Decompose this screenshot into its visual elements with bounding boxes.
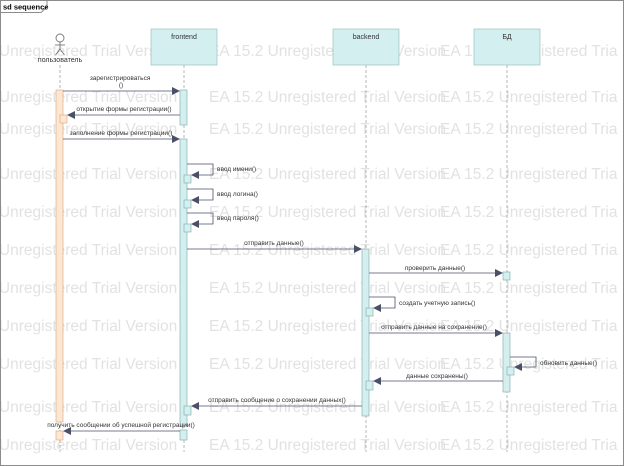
activation-backend-1 bbox=[361, 248, 370, 417]
message-label-success: получить сообщении об успешной регистрац… bbox=[47, 421, 195, 429]
watermark-text-b: EA 15.2 Unregistered Trial Version bbox=[209, 437, 446, 454]
watermark-text-c: EA 15.2 Unregistered Tria bbox=[440, 280, 618, 297]
activation-frontend-self-name bbox=[183, 174, 192, 184]
message-label-fill-form: заполнение формы регистрации() bbox=[70, 130, 173, 137]
watermark-text-b: EA 15.2 Unregistered Trial Version bbox=[209, 166, 446, 183]
message-label-send-to-save: отправить данные на сохранение() bbox=[381, 324, 487, 331]
watermark-text-a: 2 Unregistered Trial Version bbox=[0, 280, 177, 297]
message-arrow-enter-password bbox=[187, 212, 214, 228]
watermark-text-a: 2 Unregistered Trial Version bbox=[0, 166, 177, 183]
watermark-text-c: EA 15.2 Unregistered Tria bbox=[440, 121, 618, 138]
participant-user-label: пользователь bbox=[38, 57, 83, 64]
watermark-text-c: EA 15.2 Unregistered Tria bbox=[440, 242, 618, 259]
watermark-text-b: EA 15.2 Unregistered Trial Version bbox=[209, 43, 446, 60]
participant-frontend-label: frontend bbox=[171, 34, 197, 41]
message-label-enter-login: ввод логина() bbox=[217, 191, 258, 198]
watermark-text-b: EA 15.2 Unregistered Trial Version bbox=[209, 242, 446, 259]
activation-user-main bbox=[55, 89, 64, 423]
watermark-text-c: EA 15.2 Unregistered Tria bbox=[440, 399, 618, 416]
message-label-enter-name: ввод имени() bbox=[217, 166, 256, 173]
message-arrow-create-account bbox=[369, 296, 396, 312]
activation-frontend-self-login bbox=[183, 199, 192, 209]
activation-user-self-1 bbox=[59, 114, 68, 124]
message-label-create-account: создать учетную запись() bbox=[399, 300, 475, 307]
watermark-text-a: 2 Unregistered Trial Version bbox=[0, 204, 177, 221]
watermark-text-b: EA 15.2 Unregistered Trial Version bbox=[209, 121, 446, 138]
activation-user-self-2 bbox=[55, 430, 64, 441]
watermark-text-b: EA 15.2 Unregistered Trial Version bbox=[209, 280, 446, 297]
message-label-send-data: отправить данные() bbox=[244, 240, 304, 247]
watermark-text-a: 2 Unregistered Trial Version bbox=[0, 242, 177, 259]
message-label-enter-password: ввод пароля() bbox=[217, 215, 259, 222]
activation-backend-self-saved bbox=[365, 380, 374, 391]
watermark: 2 Unregistered Trial Version EA 15.2 Unre… bbox=[0, 43, 618, 454]
watermark-text-c: EA 15.2 Unregistered Tria bbox=[440, 89, 618, 106]
message-arrow-enter-name bbox=[187, 163, 214, 179]
participant-db-label: БД bbox=[502, 34, 512, 41]
participant-frontend[interactable]: frontend bbox=[150, 28, 218, 66]
message-label-open-form: открытие формы регистрации() bbox=[76, 106, 171, 113]
participant-user[interactable]: пользователь bbox=[38, 33, 83, 64]
watermark-text-c: EA 15.2 Unregistered Tria bbox=[440, 318, 618, 335]
watermark-text-a: 2 Unregistered Trial Version bbox=[0, 437, 177, 454]
watermark-text-c: EA 15.2 Unregistered Tria bbox=[440, 166, 618, 183]
watermark-text-b: EA 15.2 Unregistered Trial Version bbox=[209, 356, 446, 373]
stick-figure-actor-icon bbox=[55, 33, 65, 56]
watermark-text-a: 2 Unregistered Trial Version bbox=[0, 399, 177, 416]
message-arrow-enter-login bbox=[187, 188, 214, 204]
activation-frontend-3 bbox=[179, 429, 188, 441]
watermark-text-b: EA 15.2 Unregistered Trial Version bbox=[209, 399, 446, 416]
activation-db-2 bbox=[502, 332, 511, 393]
watermark-text-c: EA 15.2 Unregistered Tria bbox=[440, 437, 618, 454]
message-label-update-data: обновить данные() bbox=[540, 359, 597, 367]
message-label-notify-saved: отправить сообщение о сохранении данных(… bbox=[208, 396, 346, 404]
message-arrow-update-data bbox=[510, 356, 537, 371]
participant-frontend-box bbox=[150, 28, 218, 66]
watermark-text-a: 2 Unregistered Trial Version bbox=[0, 43, 177, 60]
watermark-text-a: 2 Unregistered Trial Version bbox=[0, 318, 177, 335]
participant-backend[interactable]: backend bbox=[332, 28, 400, 66]
watermark-text-b: EA 15.2 Unregistered Trial Version bbox=[209, 204, 446, 221]
message-label-check-data: проверить данные() bbox=[405, 265, 465, 272]
activation-db-1 bbox=[502, 271, 511, 281]
participant-db[interactable]: БД bbox=[473, 28, 541, 66]
activation-frontend-1 bbox=[179, 89, 188, 126]
activation-backend-self-create bbox=[365, 307, 374, 317]
activation-db-self-update bbox=[506, 366, 515, 376]
watermark-text-a: 2 Unregistered Trial Version bbox=[0, 356, 177, 373]
watermark-text-c: EA 15.2 Unregistered Tria bbox=[440, 204, 618, 221]
activation-frontend-self-pass bbox=[183, 223, 192, 233]
watermark-text-b: EA 15.2 Unregistered Trial Version bbox=[209, 89, 446, 106]
message-label-register: зарегистрироваться () bbox=[90, 75, 152, 89]
watermark-text-a: 2 Unregistered Trial Version bbox=[0, 89, 177, 106]
frame-title-tab bbox=[0, 0, 48, 13]
frame-title: sd sequence bbox=[3, 3, 48, 12]
activation-frontend-2 bbox=[179, 138, 188, 427]
activation-frontend-self-notify bbox=[183, 405, 192, 416]
watermark-text-a: 2 Unregistered Trial Version bbox=[0, 121, 177, 138]
participant-backend-label: backend bbox=[353, 34, 380, 41]
watermark-text-b: EA 15.2 Unregistered Trial Version bbox=[209, 318, 446, 335]
message-label-data-saved: данные сохранены() bbox=[406, 373, 468, 380]
watermark-text-c: EA 15.2 Unregistered Tria bbox=[440, 356, 618, 373]
